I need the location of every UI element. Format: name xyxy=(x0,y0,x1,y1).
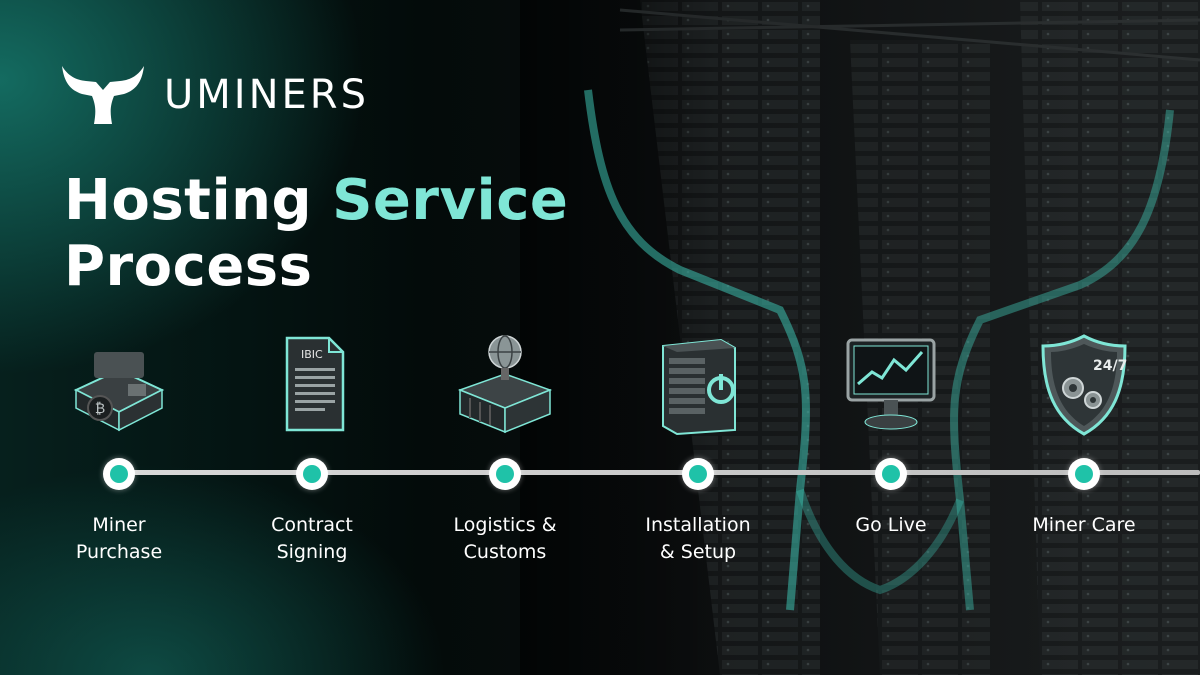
timeline-track xyxy=(120,470,1200,475)
timeline-dot[interactable] xyxy=(1068,458,1100,490)
shield-24-7-icon: 24/7 xyxy=(1041,334,1127,436)
brand-logo[interactable]: UMINERS xyxy=(60,64,369,126)
server-racks-background xyxy=(520,0,1200,675)
step-label: Miner Care xyxy=(1032,514,1136,536)
timeline-dot[interactable] xyxy=(103,458,135,490)
globe-container-icon xyxy=(457,335,553,434)
bull-outline-decoration xyxy=(584,89,1174,611)
svg-text:₿: ₿ xyxy=(95,401,105,417)
step-logistics-customs: Logistics &Customs xyxy=(425,330,585,563)
server-power-icon xyxy=(662,338,736,436)
title-word-hosting: Hosting xyxy=(64,168,313,233)
bull-horns-icon xyxy=(62,66,144,124)
step-go-live: Go Live xyxy=(811,330,971,536)
svg-text:24/7: 24/7 xyxy=(1093,358,1127,374)
step-miner-care: 24/7 Miner Care xyxy=(1004,330,1164,536)
brand-name: UMINERS xyxy=(164,72,369,118)
step-installation-setup: Installation& Setup xyxy=(618,330,778,563)
timeline-dot[interactable] xyxy=(682,458,714,490)
timeline-dot[interactable] xyxy=(875,458,907,490)
step-label: Go Live xyxy=(855,514,927,536)
monitor-chart-icon xyxy=(846,338,936,430)
step-label: Logistics &Customs xyxy=(453,514,557,563)
title-word-process: Process xyxy=(64,234,313,299)
timeline-dot[interactable] xyxy=(296,458,328,490)
asic-miner-icon: ₿ xyxy=(73,352,165,432)
title-word-service: Service xyxy=(332,168,569,233)
contract-document-icon: IBIC xyxy=(285,336,345,432)
step-label: Installation& Setup xyxy=(645,514,751,563)
page-title: Hosting Service Process xyxy=(64,168,568,300)
timeline-dot[interactable] xyxy=(489,458,521,490)
svg-text:IBIC: IBIC xyxy=(301,348,323,361)
